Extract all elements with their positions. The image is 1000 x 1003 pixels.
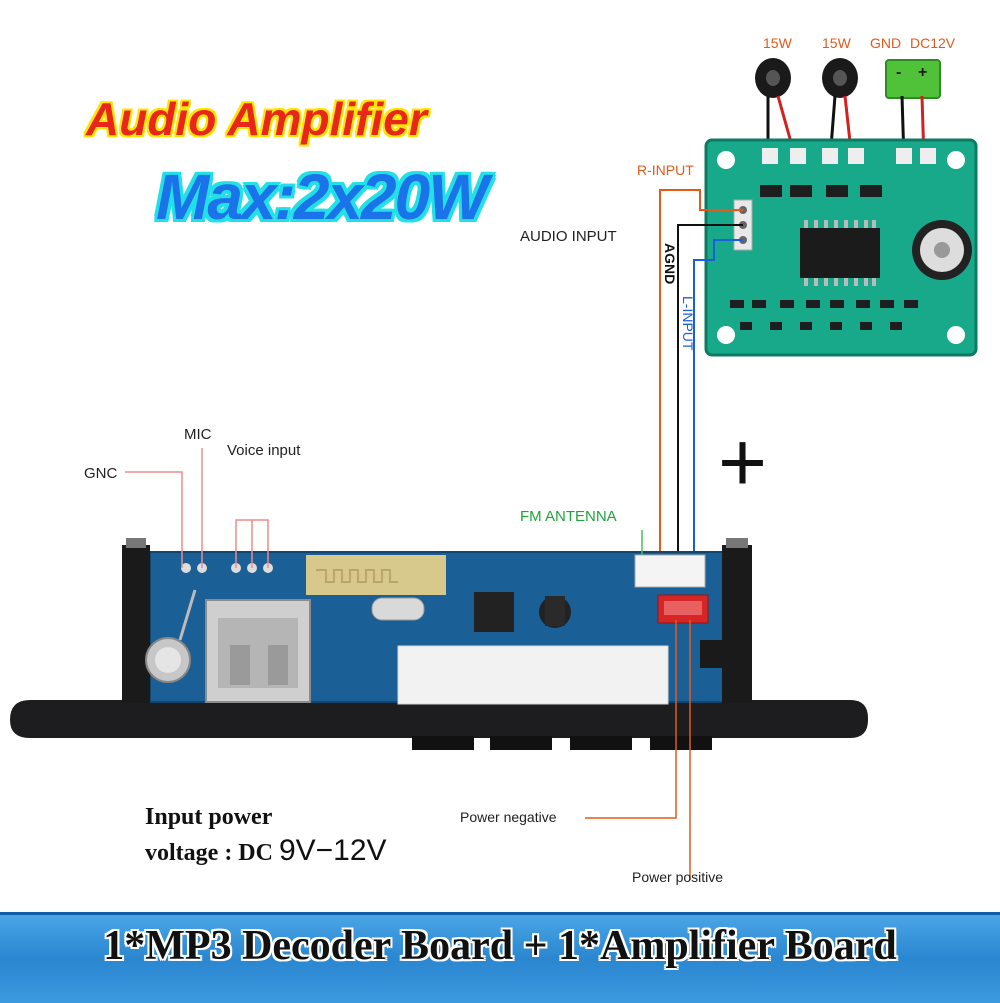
audio-input-label: AUDIO INPUT <box>520 228 617 245</box>
terminal-label-speaker-right: 15W <box>822 35 851 51</box>
title-audio-amplifier: Audio Amplifier <box>86 93 427 145</box>
agnd-label: AGND <box>662 243 678 285</box>
audio-input-wires <box>659 189 743 585</box>
title-max-power: Max:2x20W <box>156 161 489 233</box>
l-input-label: L-INPUT <box>680 296 696 351</box>
input-power-line1: Input power <box>145 804 273 830</box>
amplifier-board <box>704 58 978 357</box>
fm-antenna-label: FM ANTENNA <box>520 508 617 525</box>
power-plus-mark: + <box>918 64 928 81</box>
voice-input-label: Voice input <box>227 442 301 459</box>
banner-text: 1*MP3 Decoder Board + 1*Amplifier Board <box>103 923 897 969</box>
mic-label: MIC <box>184 426 212 443</box>
speaker-icon-right <box>822 58 858 98</box>
plus-sign: + <box>718 415 768 509</box>
bottom-banner <box>0 912 1000 1003</box>
r-input-label: R-INPUT <box>637 162 694 178</box>
mp3-decoder-board <box>10 538 868 750</box>
input-power-voltage: 9V−12V <box>278 834 387 867</box>
power-positive-label: Power positive <box>632 869 724 885</box>
power-supply-block <box>885 59 941 99</box>
input-power-note: Input power voltage : DC 9V−12V <box>145 800 387 870</box>
terminal-label-gnd: GND <box>870 35 902 51</box>
input-power-line2: voltage : DC 9V−12V <box>145 834 387 870</box>
power-negative-label: Power negative <box>460 809 557 825</box>
speaker-icon-left <box>755 58 791 98</box>
terminal-label-dc12v: DC12V <box>910 35 956 51</box>
callout-lines <box>125 448 691 880</box>
power-minus-mark: - <box>896 64 902 81</box>
input-power-prefix: voltage : DC <box>145 840 279 866</box>
terminal-label-speaker-left: 15W <box>763 35 792 51</box>
gnc-label: GNC <box>84 465 118 482</box>
